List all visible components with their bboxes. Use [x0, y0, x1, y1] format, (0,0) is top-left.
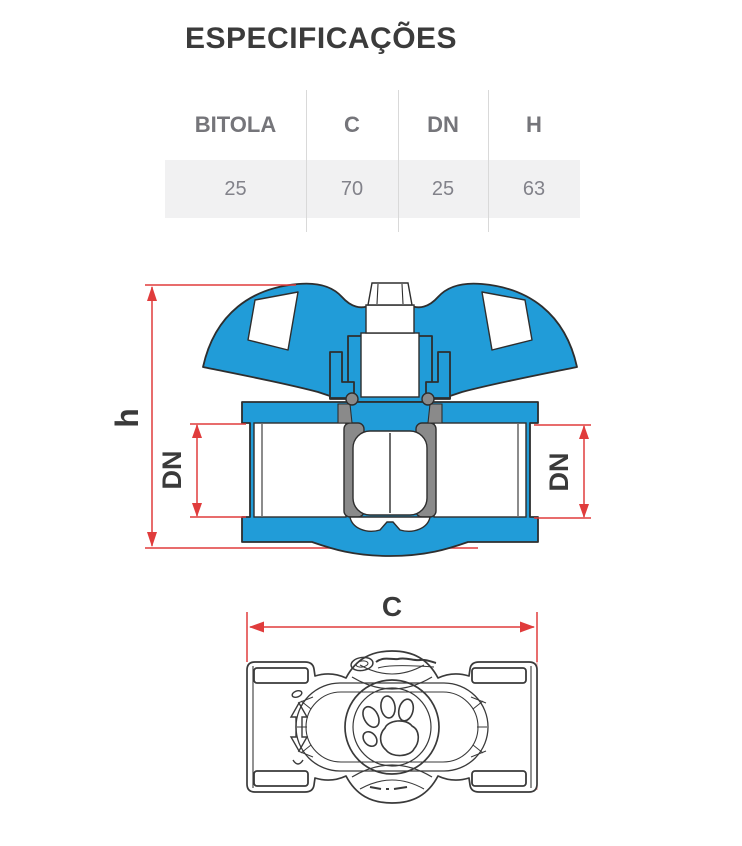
column-separator — [306, 90, 307, 232]
arrowhead-left — [249, 621, 264, 633]
dimension-dn-right — [534, 424, 591, 519]
value-cell-h: 63 — [522, 177, 546, 200]
mount-slot — [471, 770, 527, 787]
dimension-h-label: h — [109, 408, 145, 428]
o-ring-right — [421, 392, 435, 406]
valve-section-internals — [253, 282, 527, 532]
stem-top-cap — [367, 282, 413, 306]
collar-arc — [351, 764, 433, 778]
bottom-view-diagram: C — [246, 591, 538, 804]
column-separator — [488, 90, 489, 232]
gland-seal-left — [337, 403, 353, 424]
dimension-dn-left — [190, 423, 246, 518]
dimension-dn-left-label: DN — [157, 451, 187, 490]
center-boss-circle-inner — [352, 687, 432, 767]
collar-arc — [359, 664, 425, 675]
bottom-view-outline — [246, 650, 538, 804]
collar-arc — [351, 676, 433, 690]
waist-lines — [297, 696, 487, 758]
open-close-arrow-icon — [289, 690, 309, 765]
collar-arc — [359, 779, 425, 790]
arrowhead-right — [520, 621, 535, 633]
center-boss-circle — [344, 679, 440, 775]
bore-right — [433, 422, 527, 518]
header-cell-c: C — [344, 112, 360, 137]
column-separator — [398, 90, 399, 232]
table-data-row: 25 70 25 63 — [165, 160, 580, 218]
page-title: ESPECIFICAÇÕES — [185, 22, 458, 55]
bottom-view-body — [246, 650, 538, 804]
stem-neck — [365, 304, 415, 334]
header-cell-dn: DN — [427, 112, 459, 137]
value-cell-dn: 25 — [431, 177, 455, 200]
size-marking-lines — [369, 786, 408, 790]
dimension-dn-right-label: DN — [544, 453, 574, 492]
bore-left — [253, 422, 347, 518]
stem-clip-left — [329, 351, 355, 399]
mount-slot — [471, 667, 527, 684]
header-cell-bitola: BITOLA — [194, 112, 277, 137]
gland-seal-right — [427, 403, 443, 424]
arrowhead-up — [579, 425, 589, 439]
brand-logo-mark — [350, 656, 437, 672]
o-ring-left — [345, 392, 359, 406]
arrowhead-up — [147, 286, 157, 301]
stem-body — [360, 332, 420, 398]
dimension-h — [145, 284, 296, 547]
mount-slot — [253, 770, 309, 787]
arrowhead-down — [147, 532, 157, 547]
paw-print-logo — [362, 695, 420, 757]
header-cell-h: H — [526, 112, 542, 137]
stem-cap-line — [401, 283, 404, 305]
arrowhead-down — [192, 503, 202, 517]
dimension-c-label: C — [382, 591, 402, 622]
stem-cap-line — [376, 283, 379, 305]
front-view-diagram: h DN DN — [109, 282, 591, 557]
value-cell-c: 70 — [340, 177, 364, 200]
body-cavity — [349, 516, 431, 532]
arrowhead-down — [579, 504, 589, 518]
handle-wing-cutout-left — [247, 291, 299, 351]
table-header-row: BITOLA C DN H — [165, 90, 580, 160]
stem-clip-right — [425, 351, 451, 399]
spec-table: BITOLA C DN H 25 70 25 63 — [165, 90, 580, 232]
value-cell-bitola: 25 — [224, 177, 247, 200]
handle-wing-cutout-right — [481, 291, 533, 351]
mount-slot — [253, 667, 309, 684]
arrowhead-up — [192, 424, 202, 438]
